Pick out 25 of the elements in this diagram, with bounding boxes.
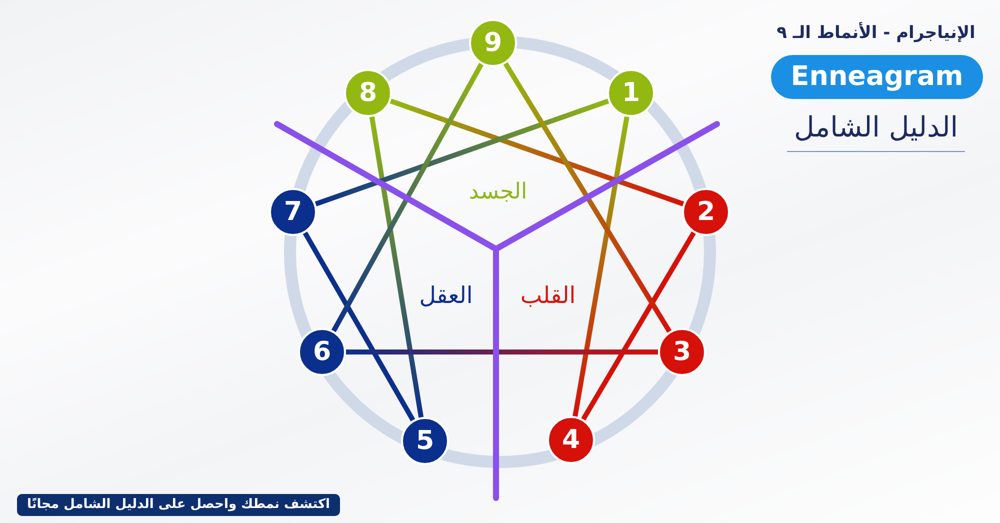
connector-line bbox=[369, 116, 424, 418]
connector-line bbox=[302, 232, 416, 422]
title-banner: Enneagram bbox=[771, 55, 983, 99]
connector-line bbox=[314, 98, 610, 206]
type-number-circle: 7 bbox=[269, 188, 317, 236]
connector-line bbox=[331, 62, 484, 332]
type-number-circle: 5 bbox=[401, 417, 449, 465]
connector-line bbox=[390, 98, 684, 206]
type-number-circle: 2 bbox=[682, 188, 730, 236]
connector-line bbox=[581, 231, 696, 421]
type-number-circle: 3 bbox=[658, 328, 706, 376]
type-number-circle: 6 bbox=[298, 328, 346, 376]
center-label: العقل bbox=[419, 283, 473, 309]
center-label: الجسد bbox=[468, 180, 528, 204]
connector-line bbox=[503, 62, 672, 333]
heading-text: الدليل الشامل bbox=[794, 110, 958, 144]
type-number-circle: 9 bbox=[469, 19, 517, 67]
type-number-circle: 8 bbox=[344, 69, 392, 117]
connector-line bbox=[572, 116, 630, 417]
subtitle: الإنياجرام - الأنماط الـ ٩ bbox=[776, 23, 976, 43]
center-label: القلب bbox=[520, 283, 576, 309]
type-number-circle: 4 bbox=[547, 416, 595, 464]
connector-line bbox=[346, 350, 658, 354]
type-number-circle: 1 bbox=[607, 69, 655, 117]
footer-banner: اكتشف نمطك واحصل على الدليل الشامل مجانًا bbox=[17, 494, 340, 516]
